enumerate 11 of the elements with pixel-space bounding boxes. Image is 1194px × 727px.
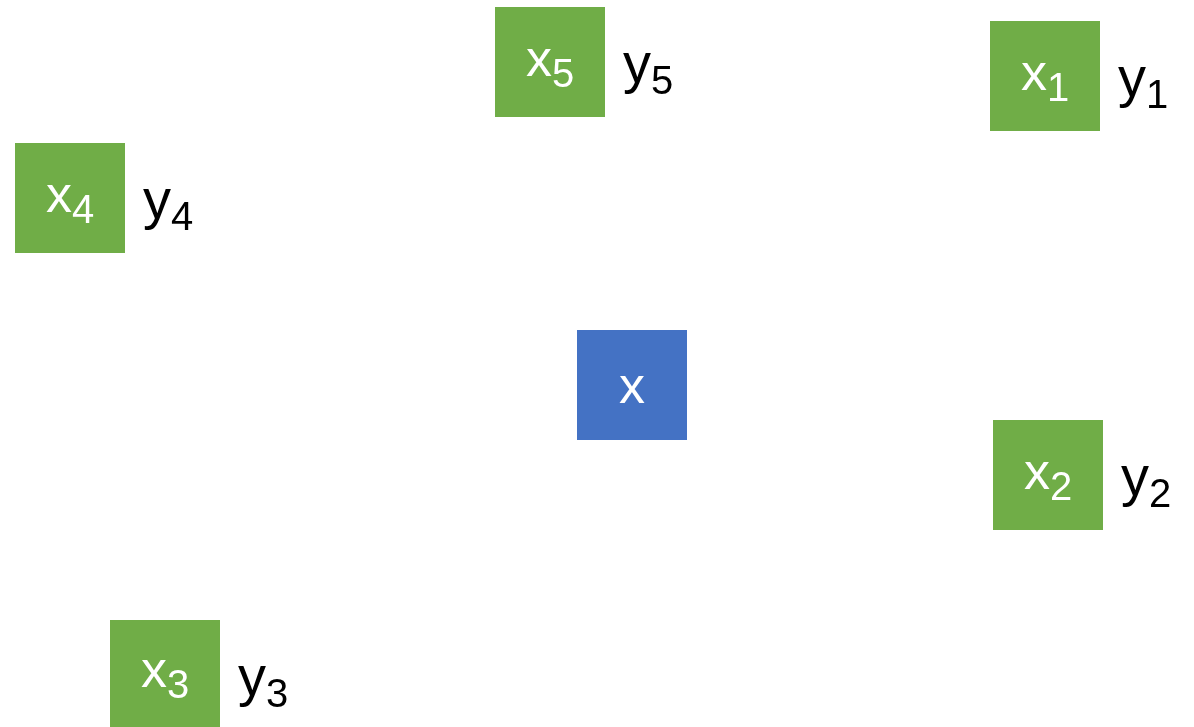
variable-box: x$_{2}$	[993, 420, 1103, 530]
variable-label: y$_{4}$	[143, 171, 194, 237]
variable-label: y$_{3}$	[238, 648, 289, 714]
variable-label: y$_{2}$	[1121, 448, 1172, 514]
variable-box: x$_{3}$	[110, 620, 220, 727]
variable-box: x$_{5}$	[495, 7, 605, 117]
variable-box: x	[577, 330, 687, 440]
variable-box: x$_{4}$	[15, 143, 125, 253]
variable-box: x$_{1}$	[990, 21, 1100, 131]
variable-label: y$_{5}$	[623, 35, 674, 101]
variable-label: y$_{1}$	[1118, 49, 1169, 115]
